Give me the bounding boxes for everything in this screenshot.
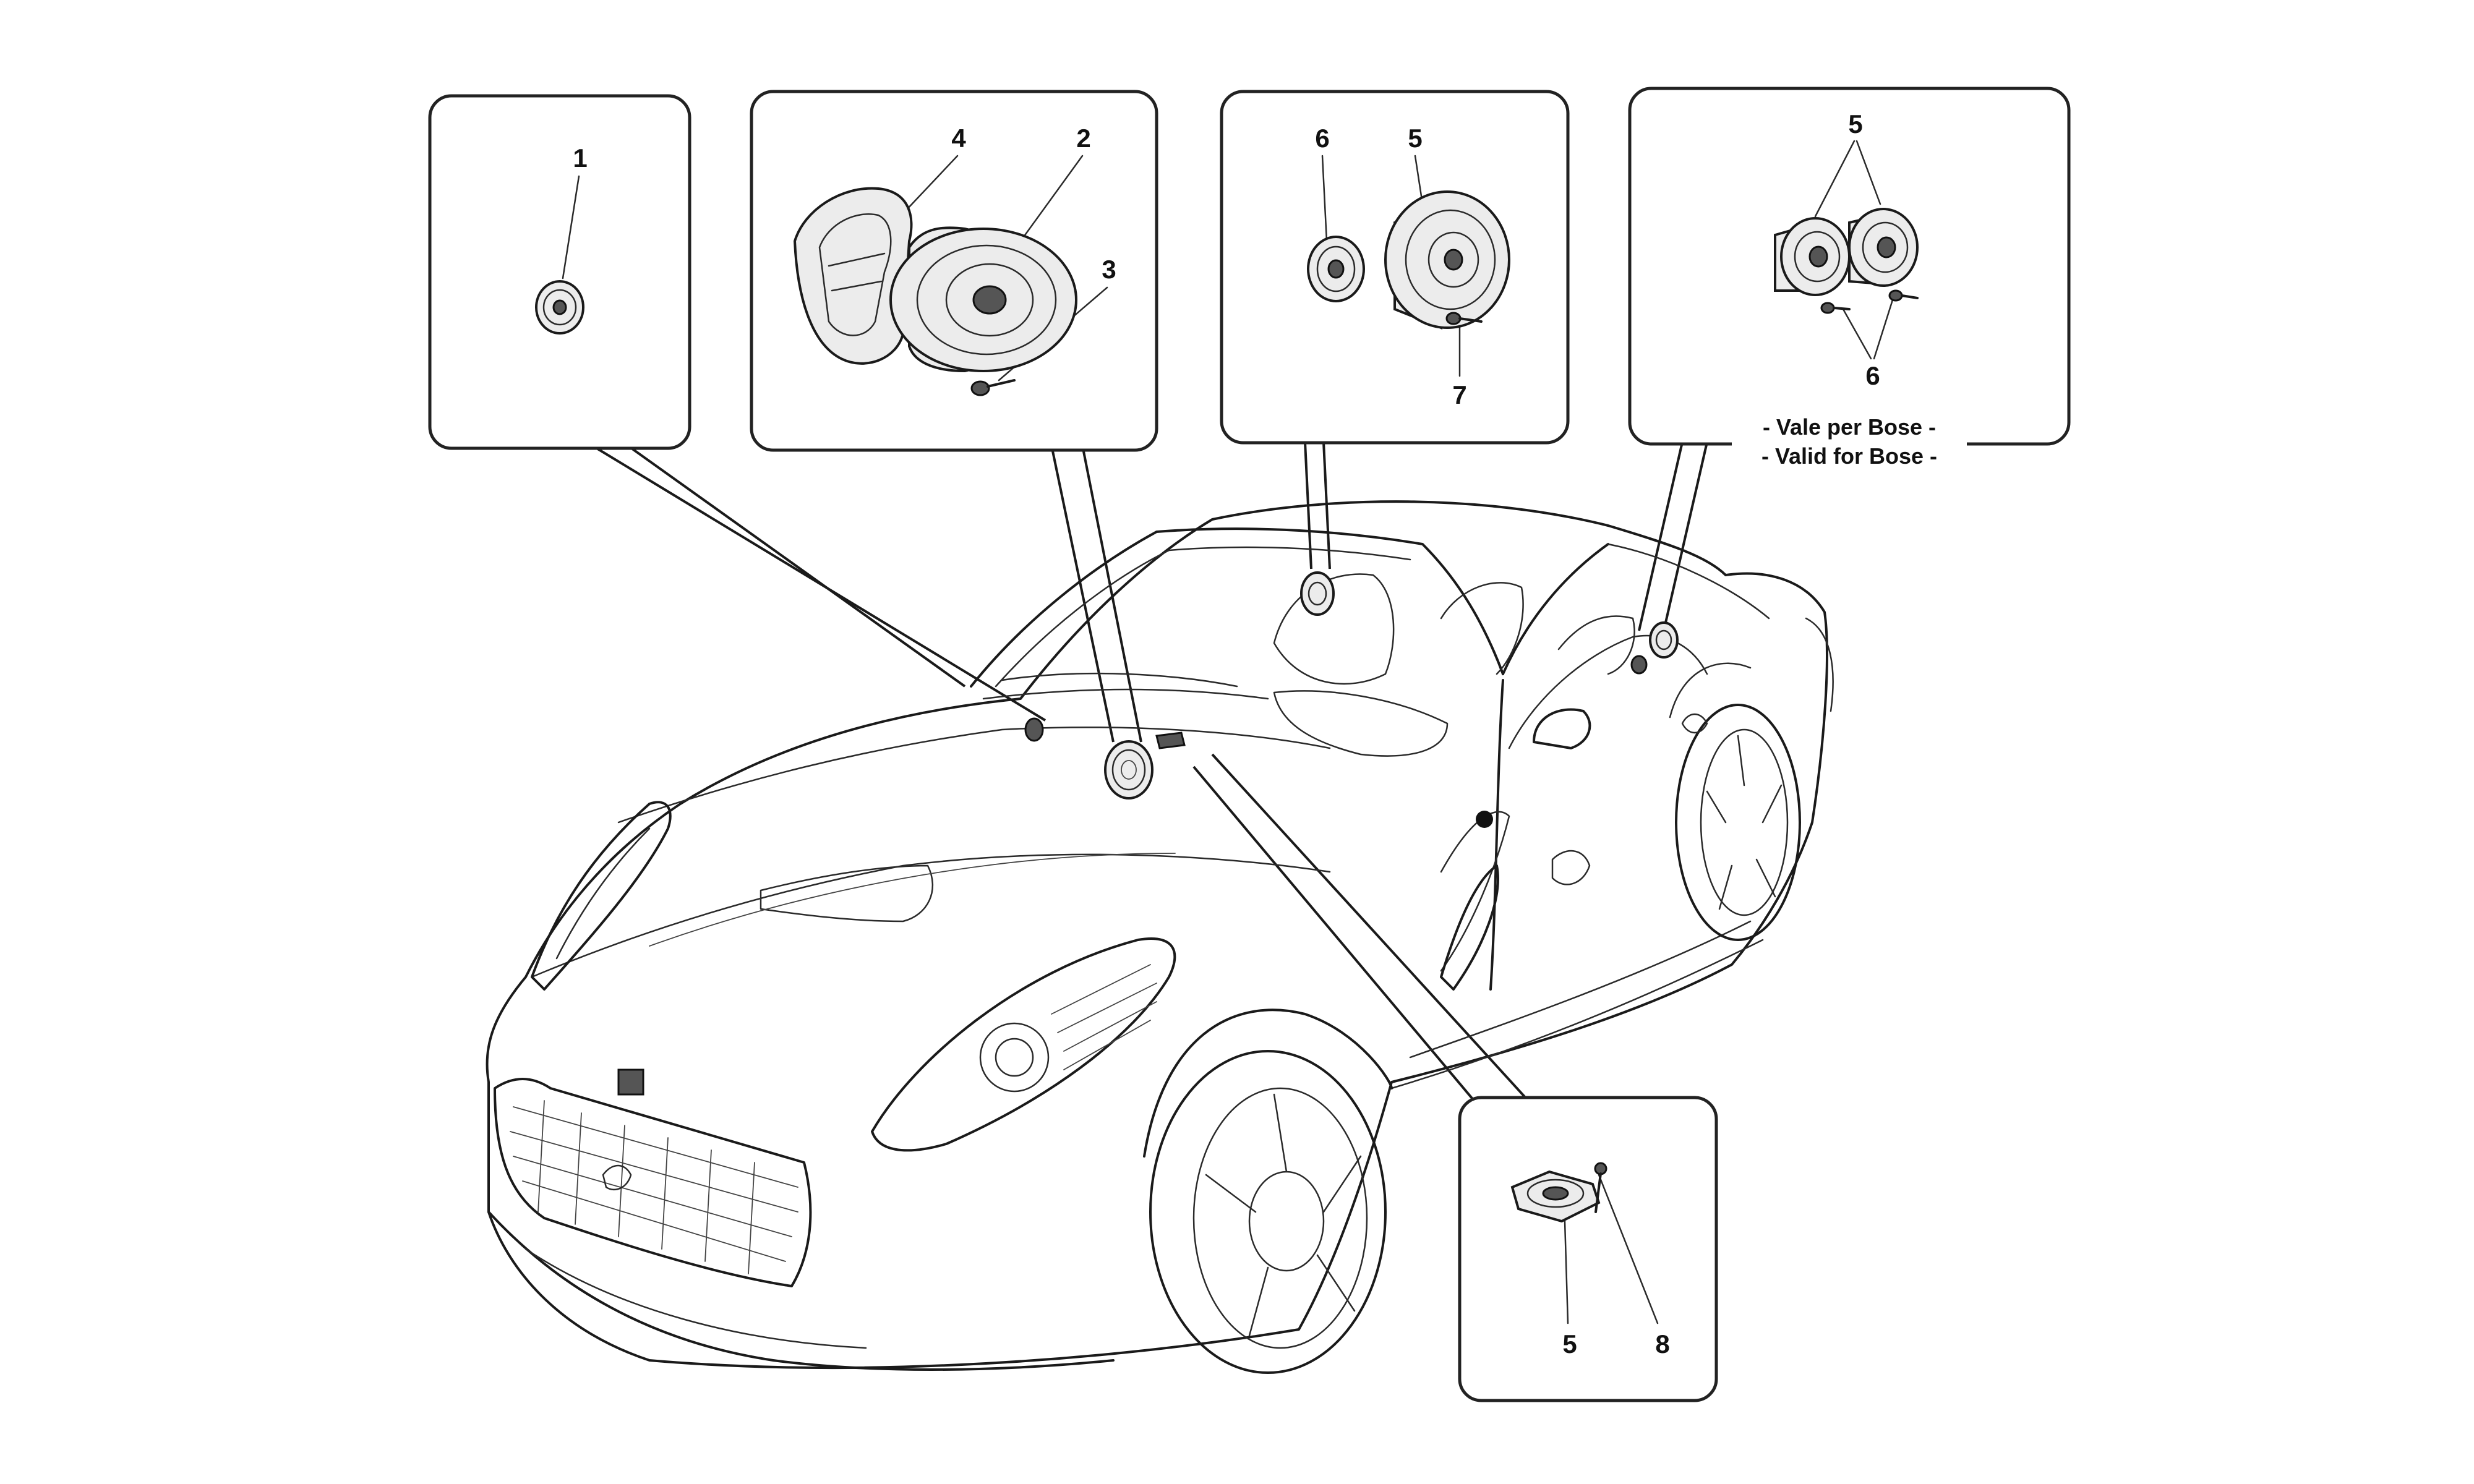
callout-part-7: 7	[1452, 380, 1466, 409]
prancing-horse-logo	[617, 1068, 644, 1096]
callout-part-6: 6	[1865, 361, 1880, 390]
leader-lines	[580, 438, 1708, 1114]
note-bose-it: - Vale per Bose -	[1763, 414, 1936, 440]
door-speaker-icon	[889, 226, 1077, 373]
headrest-speaker-marker	[1300, 571, 1335, 616]
screw-icon	[1445, 312, 1483, 325]
detail-panel-2: 4 2 3	[750, 90, 1158, 452]
screw-icon	[1594, 1162, 1607, 1213]
screw-icon	[970, 379, 1016, 396]
callout-part-4: 4	[951, 124, 966, 153]
callout-part-3: 3	[1102, 255, 1116, 284]
rear-speaker-marker	[1630, 621, 1679, 675]
callout-part-2: 2	[1076, 124, 1090, 153]
tweeter-icon	[535, 280, 584, 335]
callout-part-1: 1	[573, 143, 587, 173]
callout-part-5: 5	[1408, 124, 1422, 153]
door-speaker-icon	[1104, 740, 1154, 800]
tweeter-icon	[1307, 236, 1365, 302]
door-speaker-icon	[1384, 190, 1510, 330]
callout-part-6: 6	[1315, 124, 1329, 153]
detail-panel-5: 5 8	[1458, 1096, 1718, 1402]
car-outline-icon	[486, 500, 1834, 1374]
detail-panel-3: 6 5 7	[1220, 90, 1570, 445]
detail-panel-1: 1	[428, 94, 691, 450]
note-bose-en: - Valid for Bose -	[1761, 443, 1937, 469]
callout-part-5: 5	[1848, 109, 1862, 139]
tweeter-icon	[1510, 1170, 1601, 1223]
callout-part-8: 8	[1655, 1329, 1669, 1358]
detail-panel-4: 5 6 - Vale per Bose - - Valid for Bose -	[1628, 87, 2071, 473]
rear-speaker-left	[1774, 217, 1851, 296]
callout-part-5: 5	[1562, 1329, 1577, 1358]
car-speaker-markers	[1024, 571, 1679, 800]
screw-icon	[1820, 289, 1919, 314]
rear-speaker-right	[1848, 208, 1919, 287]
